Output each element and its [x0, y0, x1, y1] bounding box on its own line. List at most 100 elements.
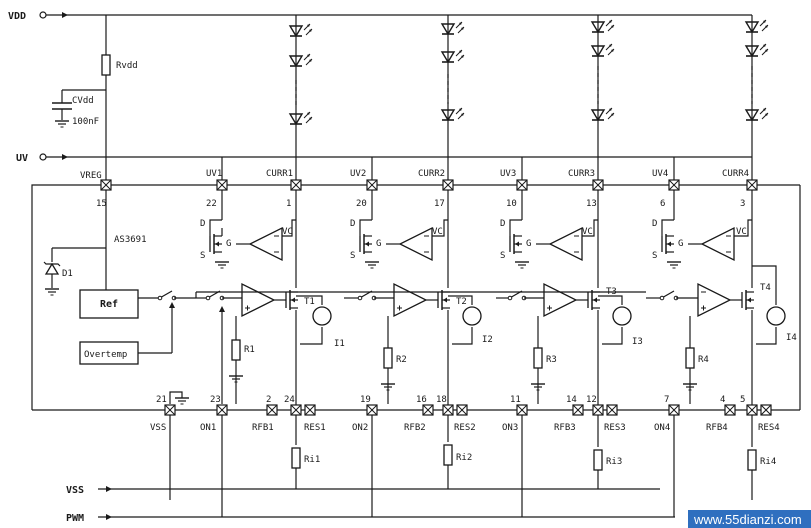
rfb3-label: RFB3: [554, 423, 576, 433]
on2-label: ON2: [352, 423, 368, 433]
on1-pin-number: 23: [210, 395, 221, 405]
ref-label: Ref: [100, 299, 118, 310]
opamp4-g-label: G: [678, 239, 683, 249]
ri4-label: Ri4: [760, 457, 776, 467]
uv-rail: [39, 153, 752, 161]
uv3-label: UV3: [500, 169, 516, 179]
rvdd-label: Rvdd: [116, 61, 138, 71]
ri3-label: Ri3: [606, 457, 622, 467]
res3-label: RES3: [604, 423, 626, 433]
rfb4-pin-number: 4: [720, 395, 725, 405]
on1-pin: [216, 404, 228, 416]
opamp3-d-label: D: [500, 219, 505, 229]
pwm-label: PWM: [66, 513, 84, 524]
res4-label: RES4: [758, 423, 780, 433]
uv1-label: UV1: [206, 169, 222, 179]
rfb1-label: RFB1: [252, 423, 274, 433]
rfb3-pin-number: 14: [566, 395, 577, 405]
on4-pin-number: 7: [664, 395, 669, 405]
r4-label: R4: [698, 355, 709, 365]
uv4-pin-number: 6: [660, 199, 665, 209]
res1-pin-number: 24: [284, 395, 295, 405]
r1-label: R1: [244, 345, 255, 355]
opamp1-d-label: D: [200, 219, 205, 229]
opamp2-d-label: D: [350, 219, 355, 229]
ri1-label: Ri1: [304, 455, 320, 465]
curr2-label: CURR2: [418, 169, 445, 179]
watermark: www.55dianzi.com: [688, 510, 811, 528]
opamp3-s-label: S: [500, 251, 505, 261]
res4-pin-number: 5: [740, 395, 745, 405]
uv-label: UV: [16, 153, 28, 164]
ref-switch: [157, 290, 177, 301]
vss-pin-number: 21: [156, 395, 167, 405]
uv2-label: UV2: [350, 169, 366, 179]
channel-3: [496, 15, 632, 517]
uv1-pin-number: 22: [206, 199, 217, 209]
vreg-label: VREG: [80, 171, 102, 181]
res2-pin-number: 18: [436, 395, 447, 405]
t1-label: T1: [304, 297, 315, 307]
vdd-rail: [39, 11, 752, 19]
r2-label: R2: [396, 355, 407, 365]
curr1-pin-number: 1: [286, 199, 291, 209]
t4-label: T4: [760, 283, 771, 293]
curr1-label: CURR1: [266, 169, 293, 179]
t2-label: T2: [456, 297, 467, 307]
on3-label: ON3: [502, 423, 518, 433]
d1-zener: [43, 248, 61, 296]
pwm-rail: [98, 514, 675, 520]
uv2-pin-number: 20: [356, 199, 367, 209]
rfb4-label: RFB4: [706, 423, 728, 433]
ri2-label: Ri2: [456, 453, 472, 463]
chip-name: AS3691: [114, 235, 147, 245]
d1-label: D1: [62, 269, 73, 279]
on1-pin-label: ON1: [200, 423, 216, 433]
opamp1-s-label: S: [200, 251, 205, 261]
supply-branch: [52, 15, 111, 185]
cvdd-value-label: 100nF: [72, 117, 99, 127]
i1-label: I1: [334, 339, 345, 349]
vss-pin-label: VSS: [150, 423, 166, 433]
opamp3-g-label: G: [526, 239, 531, 249]
i3-label: I3: [632, 337, 643, 347]
rfb2-pin-number: 16: [416, 395, 427, 405]
vss-rail-label: VSS: [66, 485, 84, 496]
opamp2-g-label: G: [376, 239, 381, 249]
overtemp-label: Overtemp: [84, 350, 127, 360]
res2-label: RES2: [454, 423, 476, 433]
channel-2: [344, 15, 482, 517]
on2-pin-number: 19: [360, 395, 371, 405]
curr3-pin-number: 13: [586, 199, 597, 209]
ref-block: [79, 289, 139, 319]
i4-label: I4: [786, 333, 797, 343]
vdd-label: VDD: [8, 11, 26, 22]
opamp4-vc-label: VC: [736, 227, 747, 237]
watermark-text: www.55dianzi.com: [693, 512, 802, 527]
vss-pin: [164, 404, 176, 416]
opamp1-vc-label: VC: [282, 227, 293, 237]
on4-label: ON4: [654, 423, 670, 433]
opamp4-s-label: S: [652, 251, 657, 261]
i2-label: I2: [482, 335, 493, 345]
rfb1-pin-number: 2: [266, 395, 271, 405]
uv3-pin-number: 10: [506, 199, 517, 209]
vss-rail: [98, 486, 660, 492]
channel-4: [195, 15, 786, 517]
opamp2-vc-label: VC: [432, 227, 443, 237]
curr4-label: CURR4: [722, 169, 749, 179]
uv4-label: UV4: [652, 169, 668, 179]
curr4-pin-number: 3: [740, 199, 745, 209]
cvdd-label: CVdd: [72, 96, 94, 106]
channel-1: [196, 15, 332, 489]
vreg-pin-number: 15: [96, 199, 107, 209]
rfb2-label: RFB2: [404, 423, 426, 433]
curr2-pin-number: 17: [434, 199, 445, 209]
opamp2-s-label: S: [350, 251, 355, 261]
vreg-pin: [100, 179, 112, 191]
r3-label: R3: [546, 355, 557, 365]
on3-pin-number: 11: [510, 395, 521, 405]
res1-label: RES1: [304, 423, 326, 433]
res3-pin-number: 12: [586, 395, 597, 405]
